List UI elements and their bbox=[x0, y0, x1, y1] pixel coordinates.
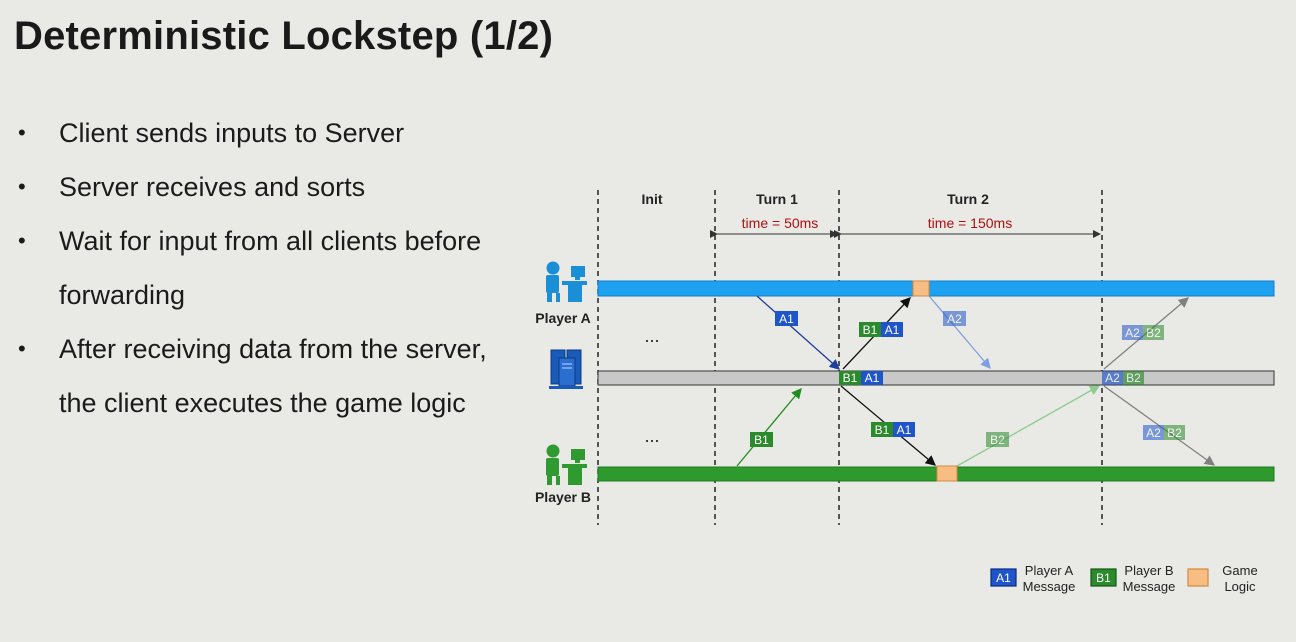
arrow-b1-to-server bbox=[736, 388, 802, 467]
legend-text: Logic bbox=[1224, 579, 1256, 594]
phase-init-label: Init bbox=[642, 191, 663, 207]
server-timeline bbox=[597, 370, 1275, 386]
arrow-b2-to-server bbox=[956, 385, 1101, 467]
tag-label: B2 bbox=[1126, 371, 1141, 385]
tag-label: A2 bbox=[1146, 426, 1161, 440]
bullet-icon: • bbox=[18, 174, 26, 199]
phase-turn1-label: Turn 1 bbox=[756, 191, 798, 207]
tag-label: B2 bbox=[1146, 326, 1161, 340]
legend-text: Player B bbox=[1124, 563, 1173, 578]
bullet-icon: • bbox=[18, 228, 26, 253]
legend-item-game-logic: Game Logic bbox=[1187, 563, 1258, 594]
arrow-a1-to-server bbox=[756, 295, 840, 370]
tag-label: A1 bbox=[885, 323, 900, 337]
bullet-item: • Client sends inputs to Server bbox=[18, 106, 499, 160]
arrow-a2-to-server bbox=[928, 295, 991, 369]
tag-label: B1 bbox=[863, 323, 878, 337]
player-a-icon bbox=[546, 261, 587, 302]
phase-turn2-label: Turn 2 bbox=[947, 191, 989, 207]
tag-a2b2-at-server: A2 B2 bbox=[1102, 371, 1144, 385]
tag-a2b2-to-b: A2 B2 bbox=[1143, 425, 1185, 440]
bullet-item: • After receiving data from the server, … bbox=[18, 322, 499, 430]
legend-text: Player A bbox=[1025, 563, 1074, 578]
legend-item-player-b: B1 Player B Message bbox=[1090, 563, 1176, 594]
game-logic-block-a bbox=[912, 280, 930, 297]
tag-label: A1 bbox=[865, 371, 880, 385]
tag-label: B1 bbox=[754, 433, 769, 447]
tag-label: A2 bbox=[947, 312, 962, 326]
player-b-label: Player B bbox=[535, 489, 591, 505]
legend-text: Game bbox=[1222, 563, 1257, 578]
tag-label: A2 bbox=[1125, 326, 1140, 340]
game-logic-block-b bbox=[936, 465, 958, 482]
turn2-time-label: time = 150ms bbox=[928, 215, 1012, 231]
tag-b1a1-to-a: B1 A1 bbox=[859, 322, 903, 337]
tag-label: A1 bbox=[897, 423, 912, 437]
init-ellipsis-b: ... bbox=[644, 426, 659, 446]
bullet-text: After receiving data from the server, th… bbox=[59, 334, 487, 418]
tag-a1-uplink: A1 bbox=[775, 311, 798, 326]
player-b-icon bbox=[546, 444, 587, 485]
bullet-icon: • bbox=[18, 336, 26, 361]
tag-b1a1-at-server: B1 A1 bbox=[839, 371, 883, 385]
bullet-text: Client sends inputs to Server bbox=[59, 118, 405, 148]
tag-label: B2 bbox=[990, 433, 1005, 447]
legend: A1 Player A Message B1 Player B Message … bbox=[990, 563, 1258, 594]
bullet-text: Server receives and sorts bbox=[59, 172, 366, 202]
legend-item-player-a: A1 Player A Message bbox=[990, 563, 1076, 594]
player-b-timeline bbox=[597, 466, 1275, 482]
legend-swatch-label: A1 bbox=[996, 571, 1011, 585]
bullet-item: • Wait for input from all clients before… bbox=[18, 214, 499, 322]
bullet-text: Wait for input from all clients before f… bbox=[59, 226, 482, 310]
turn1-time-label: time = 50ms bbox=[742, 215, 819, 231]
tag-b1a1-to-b: B1 A1 bbox=[871, 422, 915, 437]
tag-label: B2 bbox=[1167, 426, 1182, 440]
player-a-label: Player A bbox=[535, 310, 591, 326]
bullet-list: • Client sends inputs to Server • Server… bbox=[18, 106, 499, 430]
tag-label: A2 bbox=[1105, 371, 1120, 385]
legend-text: Message bbox=[1123, 579, 1176, 594]
tag-a2-uplink: A2 bbox=[943, 311, 966, 326]
tag-b2-uplink: B2 bbox=[986, 432, 1009, 447]
legend-swatch-label: B1 bbox=[1096, 571, 1111, 585]
bullet-icon: • bbox=[18, 120, 26, 145]
init-ellipsis-a: ... bbox=[644, 326, 659, 346]
server-icon bbox=[549, 349, 583, 389]
tag-label: B1 bbox=[843, 371, 858, 385]
tag-label: A1 bbox=[779, 312, 794, 326]
tag-a2b2-to-a: A2 B2 bbox=[1122, 325, 1164, 340]
tag-label: B1 bbox=[875, 423, 890, 437]
legend-text: Message bbox=[1023, 579, 1076, 594]
tag-b1-uplink: B1 bbox=[750, 432, 773, 447]
slide-title: Deterministic Lockstep (1/2) bbox=[14, 14, 554, 58]
player-a-timeline bbox=[597, 280, 1275, 297]
bullet-item: • Server receives and sorts bbox=[18, 160, 499, 214]
